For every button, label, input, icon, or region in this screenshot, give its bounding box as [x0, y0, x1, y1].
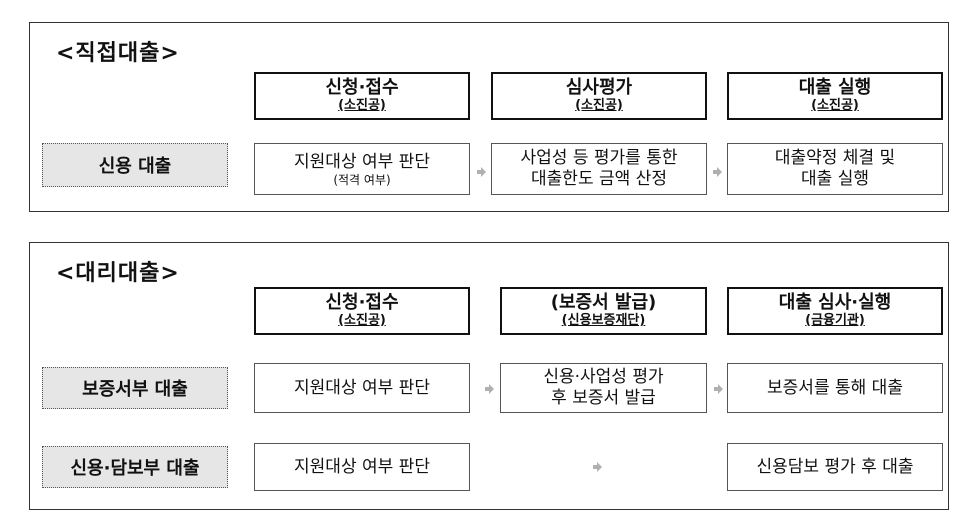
step-guarantee-lending: 보증서를 통해 대출 — [727, 363, 943, 413]
step-evaluation-line1: 사업성 등 평가를 통한 — [520, 148, 678, 168]
step-eligibility: 지원대상 여부 판단 (적격 여부) — [254, 143, 470, 195]
header-bank-execute: 대출 심사·실행 (금융기관) — [727, 287, 943, 335]
header-bank-execute-agency: (금융기관) — [805, 313, 865, 328]
category-collateral-loan: 신용·담보부 대출 — [42, 446, 228, 488]
step-eligibility: 지원대상 여부 판단 — [254, 363, 470, 413]
step-eligibility-text: 지원대상 여부 판단 — [294, 377, 430, 398]
category-guarantee-loan: 보증서부 대출 — [42, 367, 228, 409]
header-bank-execute-label: 대출 심사·실행 — [778, 292, 892, 313]
step-guarantee-lending-text: 보증서를 통해 대출 — [767, 377, 903, 398]
direct-loan-title: <직접대출> — [56, 41, 180, 66]
header-guarantee: (보증서 발급) (신용보증재단) — [500, 287, 707, 335]
agency-loan-panel: <대리대출> 신청·접수 (소진공) (보증서 발급) (신용보증재단) 대출 … — [29, 242, 949, 510]
header-apply-agency: (소진공) — [338, 313, 386, 328]
agency-loan-title: <대리대출> — [56, 261, 180, 286]
step-evaluation-line2: 대출한도 금액 산정 — [531, 169, 667, 189]
header-apply: 신청·접수 (소진공) — [254, 287, 470, 335]
header-review-agency: (소진공) — [575, 98, 623, 113]
header-review: 심사평가 (소진공) — [491, 72, 707, 120]
step-guarantee-line2: 후 보증서 발급 — [551, 388, 656, 408]
header-review-label: 심사평가 — [565, 77, 633, 98]
arrow-right-icon — [482, 382, 496, 396]
step-execution-line1: 대출약정 체결 및 — [774, 148, 896, 168]
header-execute-label: 대출 실행 — [798, 77, 872, 98]
step-eligibility-note: (적격 여부) — [333, 172, 391, 187]
step-execution-line2: 대출 실행 — [801, 169, 869, 189]
step-execution: 대출약정 체결 및 대출 실행 — [727, 143, 943, 195]
category-credit-loan: 신용 대출 — [42, 143, 228, 187]
step-guarantee-issue: 신용·사업성 평가 후 보증서 발급 — [500, 363, 707, 413]
header-execute: 대출 실행 (소진공) — [727, 72, 943, 120]
arrow-right-icon — [711, 382, 725, 396]
arrow-right-icon — [710, 165, 724, 179]
header-guarantee-agency: (신용보증재단) — [561, 313, 646, 328]
step-eligibility-text: 지원대상 여부 판단 — [294, 456, 430, 477]
step-guarantee-line1: 신용·사업성 평가 — [543, 367, 664, 387]
header-apply: 신청·접수 (소진공) — [254, 72, 470, 120]
step-collateral-lending-text: 신용담보 평가 후 대출 — [756, 456, 914, 477]
header-execute-agency: (소진공) — [811, 98, 859, 113]
arrow-right-icon — [590, 460, 604, 474]
header-apply-label: 신청·접수 — [325, 292, 399, 313]
arrow-right-icon — [474, 165, 488, 179]
step-eligibility: 지원대상 여부 판단 — [254, 443, 470, 491]
header-apply-agency: (소진공) — [338, 98, 386, 113]
step-eligibility-text: 지원대상 여부 판단 — [294, 151, 430, 172]
header-apply-label: 신청·접수 — [325, 77, 399, 98]
direct-loan-panel: <직접대출> 신청·접수 (소진공) 심사평가 (소진공) 대출 실행 (소진공… — [29, 22, 949, 212]
header-guarantee-label: (보증서 발급) — [550, 292, 657, 313]
step-evaluation: 사업성 등 평가를 통한 대출한도 금액 산정 — [491, 143, 707, 195]
step-collateral-lending: 신용담보 평가 후 대출 — [727, 443, 943, 491]
